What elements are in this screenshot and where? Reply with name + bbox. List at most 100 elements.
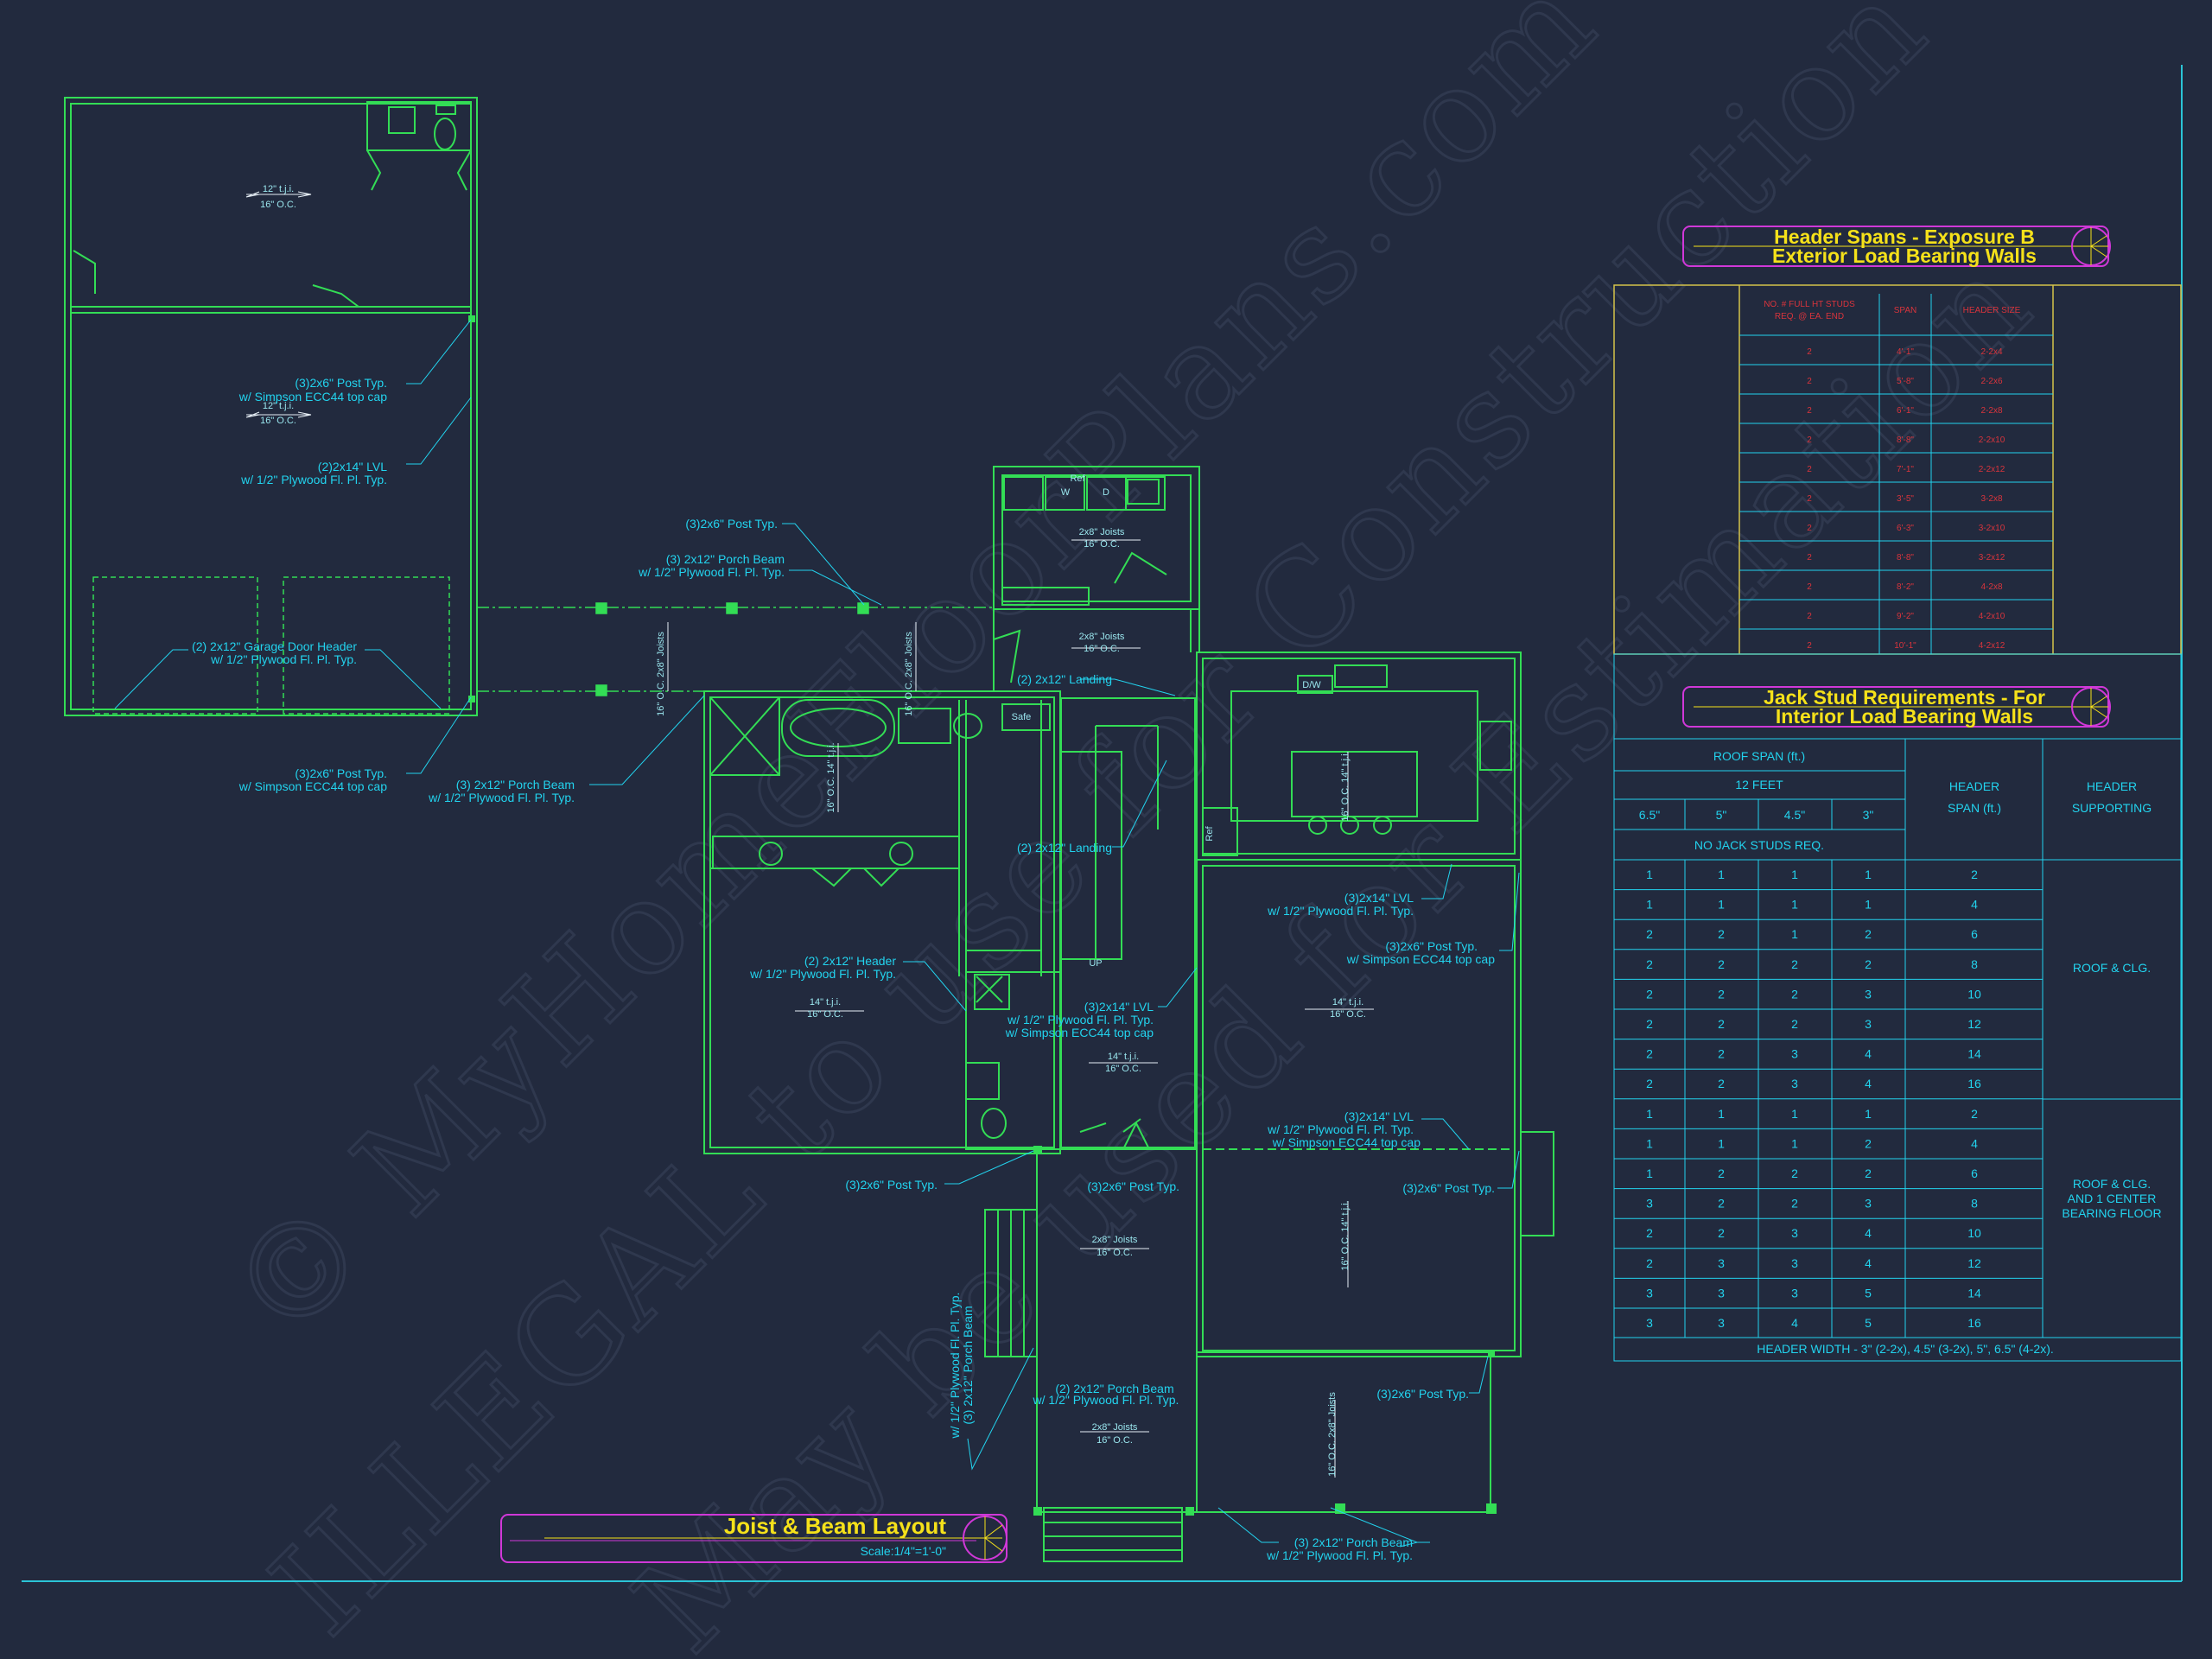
laundry-joists: 2x8" Joists <box>1079 527 1125 537</box>
jack-stud-cell: 1 <box>1791 868 1798 881</box>
porch-beam-top-ply: w/ 1/2" Plywood Fl. Pl. Typ. <box>638 565 785 579</box>
front-porch-beam-label: (3) 2x12" Porch Beam <box>1294 1535 1413 1549</box>
jack-stud-cell: 3 <box>1646 1197 1653 1211</box>
kitchen-joist: 16" O.C. 14" t.j.i. <box>1340 751 1351 821</box>
js-group2-label-3: BEARING FLOOR <box>2062 1206 2161 1220</box>
jack-stud-cell: 4 <box>1865 1077 1872 1090</box>
garage-door-header-label: (2) 2x12" Garage Door Header <box>192 639 357 653</box>
jack-stud-cell: 1 <box>1791 927 1798 941</box>
jack-stud-cell: 3 <box>1791 1077 1798 1090</box>
jack-stud-cell: 4 <box>1971 1136 1978 1150</box>
jack-stud-cell: 2 <box>1646 1047 1653 1061</box>
master-header-ply: w/ 1/2" Plywood Fl. Pl. Typ. <box>749 967 896 981</box>
js-width-1: 6.5" <box>1639 808 1660 822</box>
breezeway-joist-right: 16" O.C. 2x8" Joists <box>904 632 914 716</box>
jack-stud-cell: 2 <box>1718 927 1725 941</box>
garage-post-simpson: w/ Simpson ECC44 top cap <box>238 390 387 404</box>
breezeway-joist-left: 16" O.C. 2x8" Joists <box>656 632 666 716</box>
porch-post-center: (3)2x6" Post Typ. <box>1087 1179 1179 1193</box>
jack-stud-cell: 2 <box>1718 1017 1725 1031</box>
header-spans-cell: 2 <box>1807 406 1812 416</box>
jack-stud-cell: 12 <box>1967 1256 1981 1270</box>
jack-stud-cell: 3 <box>1791 1256 1798 1270</box>
jack-stud-cell: 3 <box>1865 1197 1872 1211</box>
hall-tji: 14" t.j.i. <box>1108 1052 1139 1062</box>
jack-stud-cell: 14 <box>1967 1047 1981 1061</box>
front-porch-beam-ply: w/ 1/2" Plywood Fl. Pl. Typ. <box>1266 1548 1413 1562</box>
header-spans-cell: 4-2x12 <box>1979 641 2005 651</box>
jack-stud-cell: 2 <box>1718 987 1725 1001</box>
header-spans-cell: 4'-1" <box>1897 347 1914 357</box>
porch-oc: 16" O.C. <box>1096 1248 1133 1258</box>
garage-lvl-label: (2)2x14" LVL <box>318 460 387 474</box>
joist-markers <box>245 191 1374 1478</box>
header-spans-cell: 8'-8" <box>1897 553 1914 563</box>
jack-stud-cell: 3 <box>1791 1286 1798 1300</box>
jack-stud-cell: 4 <box>1791 1316 1798 1330</box>
main-title-block: Joist & Beam Layout Scale:1/4"=1'-0" <box>500 1513 1007 1563</box>
hs-header-studs-1: NO. # FULL HT STUDS <box>1764 300 1855 309</box>
jack-stud-cell: 2 <box>1971 1107 1978 1121</box>
label-safe: Safe <box>1012 712 1032 722</box>
landing-bottom-label: (2) 2x12" Landing <box>1017 841 1112 855</box>
header-spans-cell: 2 <box>1807 582 1812 592</box>
jack-stud-cell: 2 <box>1791 987 1798 1001</box>
jack-stud-cell: 2 <box>1718 1166 1725 1180</box>
jack-stud-cell: 2 <box>1646 1226 1653 1240</box>
jack-stud-cell: 16 <box>1967 1077 1981 1090</box>
jack-stud-cell: 16 <box>1967 1316 1981 1330</box>
garage-post-label-2: (3)2x6" Post Typ. <box>295 766 387 780</box>
garage <box>64 97 478 716</box>
jack-stud-cell: 10 <box>1967 1226 1981 1240</box>
garage-post-label: (3)2x6" Post Typ. <box>295 376 387 390</box>
porch-beam-2-ply: w/ 1/2" Plywood Fl. Pl. Typ. <box>1033 1393 1179 1407</box>
header-spans-cell: 10'-1" <box>1894 641 1916 651</box>
header-spans-cell: 9'-2" <box>1897 612 1914 621</box>
center-lvl-simpson: w/ Simpson ECC44 top cap <box>1005 1026 1154 1039</box>
jack-stud-cell: 3 <box>1718 1256 1725 1270</box>
header-spans-title-2: Exterior Load Bearing Walls <box>1772 245 2037 267</box>
header-spans-cell: 2-2x12 <box>1979 465 2005 474</box>
jack-stud-cell: 5 <box>1865 1286 1872 1300</box>
jack-stud-cell: 10 <box>1967 987 1981 1001</box>
js-header-span-1: HEADER <box>1949 779 1999 793</box>
center-lvl-ply: w/ 1/2" Plywood Fl. Pl. Typ. <box>1007 1013 1154 1027</box>
jack-stud-cell: 3 <box>1646 1286 1653 1300</box>
jack-stud-cell: 2 <box>1646 1256 1653 1270</box>
label-w: W <box>1061 487 1071 498</box>
porch-beam-low-ply: w/ 1/2" Plywood Fl. Pl. Typ. <box>428 791 575 804</box>
hs-header-span: SPAN <box>1894 306 1917 315</box>
jack-stud-cell: 2 <box>1971 868 1978 881</box>
header-spans-title-block: Header Spans - Exposure B Exterior Load … <box>1682 226 2111 267</box>
porch-joists-2: 2x8" Joists <box>1092 1422 1138 1433</box>
hall-oc: 16" O.C. <box>1084 644 1120 654</box>
jack-stud-cell: 2 <box>1865 927 1872 941</box>
garage-post-simpson-2: w/ Simpson ECC44 top cap <box>238 779 387 793</box>
posts <box>468 315 1497 1516</box>
jack-stud-cell: 2 <box>1646 987 1653 1001</box>
plan-annotations: 12" t.j.i. 16" O.C. 12" t.j.i. 16" O.C. … <box>192 184 1495 1562</box>
master-header-label: (2) 2x12" Header <box>804 954 896 968</box>
header-spans-cell: 2 <box>1807 641 1812 651</box>
family-oc: 16" O.C. <box>1330 1009 1366 1020</box>
jack-stud-cell: 3 <box>1718 1286 1725 1300</box>
porch-beam-low-label: (3) 2x12" Porch Beam <box>456 778 575 791</box>
js-feet: 12 FEET <box>1735 778 1783 791</box>
tji-12-label-2: 12" t.j.i. <box>263 401 294 411</box>
jack-stud-cell: 2 <box>1646 1077 1653 1090</box>
label-ref: Ref <box>1070 474 1085 484</box>
main-scale: Scale:1/4"=1'-0" <box>861 1544 946 1558</box>
master-bath-joist: 16" O.C. 14" t.j.i. <box>826 742 836 812</box>
jack-stud-cell: 1 <box>1646 1136 1653 1150</box>
main-title: Joist & Beam Layout <box>724 1513 947 1539</box>
jack-stud-cell: 2 <box>1865 957 1872 971</box>
label-ref-kitchen: Ref <box>1205 826 1215 842</box>
jack-stud-cell: 1 <box>1718 868 1725 881</box>
jack-stud-cell: 4 <box>1971 898 1978 912</box>
jack-stud-cell: 4 <box>1865 1047 1872 1061</box>
header-spans-cell: 6'-3" <box>1897 524 1914 533</box>
header-spans-cell: 4-2x8 <box>1980 582 2002 592</box>
jack-stud-cell: 2 <box>1718 1226 1725 1240</box>
kitchen-post-simpson: w/ Simpson ECC44 top cap <box>1346 952 1495 966</box>
